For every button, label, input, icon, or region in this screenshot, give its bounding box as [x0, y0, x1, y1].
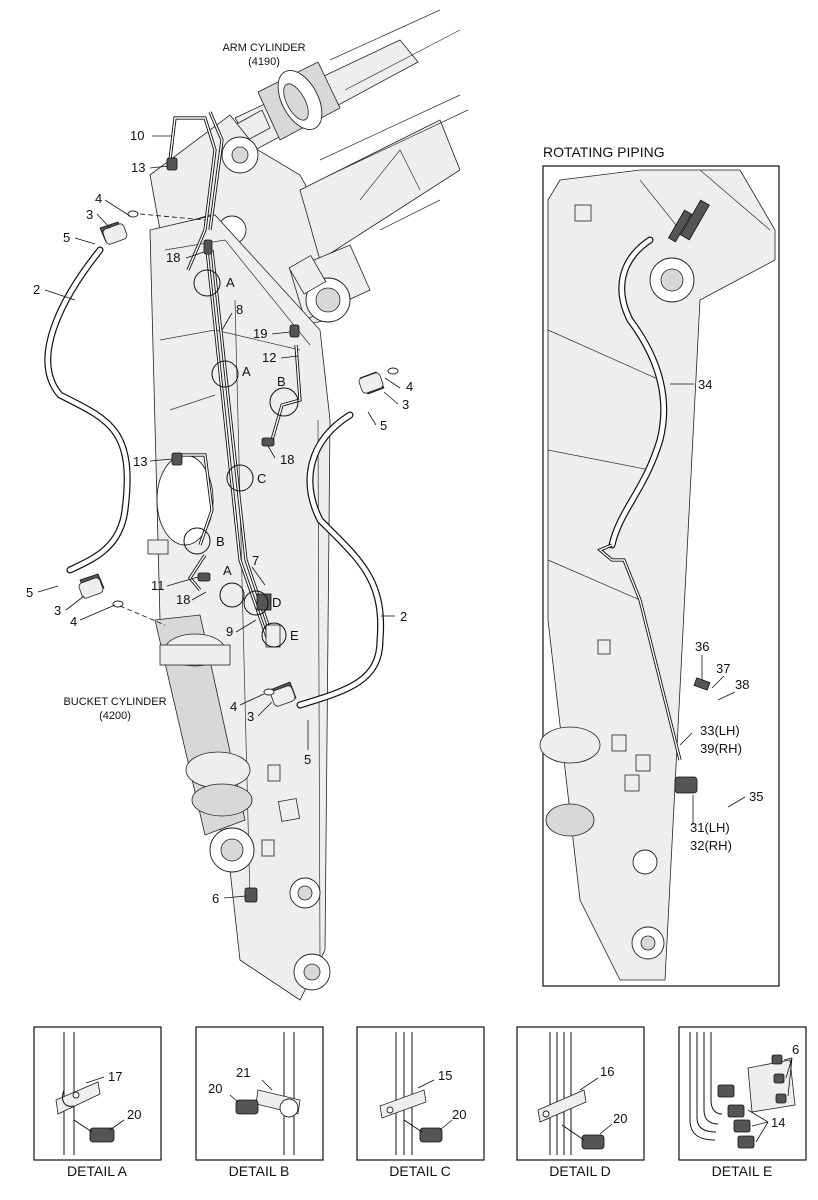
callout: 8: [236, 302, 243, 317]
callout: 5: [304, 752, 311, 767]
callout: 16: [600, 1064, 614, 1079]
rotating-piping-title: ROTATING PIPING: [543, 144, 665, 160]
callout: 2: [33, 282, 40, 297]
detail-marker: A: [226, 275, 235, 290]
callout: 20: [127, 1107, 141, 1122]
callout: 31(LH): [690, 820, 730, 835]
detail-marker: B: [216, 534, 225, 549]
callout: 4: [406, 379, 413, 394]
callout: 18: [280, 452, 294, 467]
callout: 14: [771, 1115, 785, 1130]
callout: 15: [438, 1068, 452, 1083]
callout: 4: [95, 191, 102, 206]
callout: 3: [402, 397, 409, 412]
callout: 9: [226, 624, 233, 639]
detail-e: 6 14 DETAIL E: [678, 1026, 807, 1179]
detail-b: 21 20 DETAIL B: [195, 1026, 324, 1179]
callout: 20: [208, 1081, 222, 1096]
bucket-cylinder: [147, 454, 255, 873]
callout: 35: [749, 789, 763, 804]
callout: 5: [26, 585, 33, 600]
callout: 19: [253, 326, 267, 341]
flexible-hoses: [44, 246, 385, 709]
steel-pipes: [168, 111, 302, 641]
callout: 37: [716, 661, 730, 676]
main-view: ARM CYLINDER (4190) BUCKET CYLINDER (420…: [26, 9, 469, 1001]
bucket-cylinder-label: BUCKET CYLINDER: [63, 696, 166, 708]
callout: 4: [230, 699, 237, 714]
detail-circles: [183, 269, 299, 648]
detail-marker: C: [257, 471, 266, 486]
arm-cylinder-label: ARM CYLINDER: [222, 42, 305, 54]
arm-cylinder-code: (4190): [248, 56, 280, 68]
callout: 33(LH): [700, 723, 740, 738]
callout: 21: [236, 1065, 250, 1080]
callout: 3: [86, 207, 93, 222]
callout: 3: [54, 603, 61, 618]
leaders: [37, 135, 401, 899]
callout: 34: [698, 377, 712, 392]
callout: 6: [212, 891, 219, 906]
callout: 20: [452, 1107, 466, 1122]
detail-marker: B: [277, 374, 286, 389]
callout: 17: [108, 1069, 122, 1084]
flanges: [78, 210, 399, 707]
callout: 2: [400, 609, 407, 624]
bucket-cylinder-code: (4200): [99, 710, 131, 722]
rotating-leaders: [670, 383, 746, 825]
callout: 6: [792, 1042, 799, 1057]
rotating-piping-panel: ROTATING PIPING: [539, 144, 780, 987]
detail-marker: A: [223, 563, 232, 578]
callout: 13: [133, 454, 147, 469]
callout: 20: [613, 1111, 627, 1126]
callout: 12: [262, 350, 276, 365]
detail-d: 16 20 DETAIL D: [516, 1026, 645, 1179]
callout: 10: [130, 128, 144, 143]
detail-marker: A: [242, 364, 251, 379]
callout: 38: [735, 677, 749, 692]
detail-caption: DETAIL E: [712, 1163, 773, 1179]
callout: 18: [166, 250, 180, 265]
callout: 3: [247, 709, 254, 724]
detail-marker: D: [272, 595, 281, 610]
detail-caption: DETAIL B: [229, 1163, 290, 1179]
callout: 13: [131, 160, 145, 175]
callout: 5: [380, 418, 387, 433]
callout: 39(RH): [700, 741, 742, 756]
detail-a: 17 20 DETAIL A: [33, 1026, 162, 1179]
detail-caption: DETAIL D: [549, 1163, 610, 1179]
rotating-arm: [539, 169, 776, 981]
detail-c: 15 20 DETAIL C: [356, 1026, 485, 1179]
detail-caption: DETAIL C: [389, 1163, 450, 1179]
arm-body: [149, 214, 331, 1001]
callout: 32(RH): [690, 838, 732, 853]
callout: 18: [176, 592, 190, 607]
callout: 7: [252, 553, 259, 568]
callout: 5: [63, 230, 70, 245]
callout: 11: [151, 578, 165, 593]
callout: 4: [70, 614, 77, 629]
detail-marker: E: [290, 628, 299, 643]
callout: 36: [695, 639, 709, 654]
detail-caption: DETAIL A: [67, 1163, 128, 1179]
